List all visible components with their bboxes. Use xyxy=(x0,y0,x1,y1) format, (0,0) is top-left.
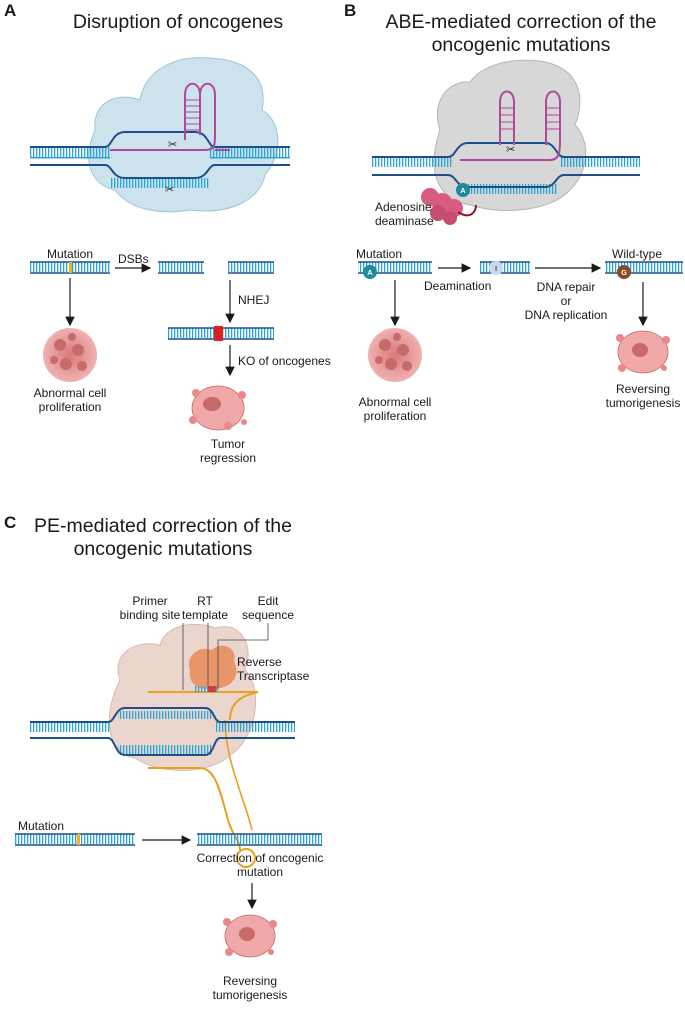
ko-label: KO of oncogenes xyxy=(238,354,331,368)
mutation-dna-c xyxy=(15,833,135,846)
mutation-label-b: Mutation xyxy=(356,247,402,261)
adenosine-label-2: deaminase xyxy=(375,214,434,228)
adenosine-label-1: Adenosine xyxy=(375,200,432,214)
panel-b-title-1: ABE-mediated correction of the xyxy=(386,11,657,33)
primer-label-2: binding site xyxy=(120,608,181,622)
abnormal-cell-cluster-b xyxy=(368,328,422,382)
reversing-label-b-1: Reversing xyxy=(616,382,670,396)
cas9-protein-b xyxy=(433,59,587,211)
svg-text:A: A xyxy=(460,186,466,195)
abnormal-label-a-1: Abnormal cell xyxy=(34,386,107,400)
reversing-cells-c xyxy=(223,914,277,958)
mutation-dna-a xyxy=(30,261,110,274)
tumor-label-1: Tumor xyxy=(211,437,245,451)
base-badge-a: A xyxy=(456,183,470,197)
panel-b: B ABE-mediated correction of the oncogen… xyxy=(344,1,683,423)
callout-lines xyxy=(182,623,269,690)
panel-a: A Disruption of oncogenes ✂ ✂ xyxy=(4,1,331,465)
repair-label-1: DNA repair xyxy=(537,280,596,294)
rt-label-2: template xyxy=(182,608,228,622)
guide-rna-a xyxy=(110,82,230,151)
dsb-dna-a xyxy=(158,261,274,274)
nhej-dna-a xyxy=(168,326,274,341)
panel-a-title: Disruption of oncogenes xyxy=(73,11,284,33)
inosine-dna: I xyxy=(480,261,530,275)
repair-label-3: DNA replication xyxy=(525,308,608,322)
tumor-label-2: regression xyxy=(200,451,256,465)
reverse-transcriptase xyxy=(189,645,237,690)
abnormal-label-b-2: proliferation xyxy=(364,409,427,423)
mutation-label-a: Mutation xyxy=(47,247,93,261)
wild-type-dna: G xyxy=(605,261,683,279)
guide-rna-b xyxy=(460,90,561,161)
panel-c: C PE-mediated correction of the oncogeni… xyxy=(4,513,323,1002)
repair-label-2: or xyxy=(561,294,572,308)
reversing-label-c-1: Reversing xyxy=(223,974,277,988)
correction-label-1: Correction of oncogenic xyxy=(197,851,324,865)
wild-type-label: Wild-type xyxy=(612,247,662,261)
mutation-dna-b: A xyxy=(358,261,432,279)
reversing-label-b-2: tumorigenesis xyxy=(606,396,681,410)
svg-text:A: A xyxy=(367,268,373,277)
correction-label-2: mutation xyxy=(237,865,283,879)
edit-label-2: sequence xyxy=(242,608,294,622)
scissors-icon: ✂ xyxy=(168,139,177,151)
scissors-icon: ✂ xyxy=(165,184,174,196)
reversing-cells-b xyxy=(616,330,670,374)
nhej-label: NHEJ xyxy=(238,293,269,307)
edit-label-1: Edit xyxy=(258,594,279,608)
rt-label-1: RT xyxy=(197,594,213,608)
dsbs-label: DSBs xyxy=(118,252,149,266)
panel-c-title-2: oncogenic mutations xyxy=(74,538,253,560)
tumor-regression-cells-a xyxy=(189,385,247,431)
mutation-label-c: Mutation xyxy=(18,819,64,833)
svg-text:G: G xyxy=(621,268,627,277)
panel-b-letter: B xyxy=(344,1,356,20)
panel-c-title-1: PE-mediated correction of the xyxy=(34,515,292,537)
scissors-icon: ✂ xyxy=(506,144,515,156)
dna-duplex-b xyxy=(372,142,640,194)
dna-duplex-c xyxy=(30,707,295,756)
primer-label-1: Primer xyxy=(132,594,167,608)
abnormal-cell-cluster-a xyxy=(43,328,97,382)
cas9-protein-a xyxy=(88,57,279,213)
reversing-label-c-2: tumorigenesis xyxy=(213,988,288,1002)
rev-label-2: Transcriptase xyxy=(237,669,310,683)
svg-text:I: I xyxy=(495,264,497,273)
corrected-dna-c xyxy=(197,833,322,846)
panel-a-letter: A xyxy=(4,1,16,20)
panel-c-letter: C xyxy=(4,513,16,532)
abnormal-label-a-2: proliferation xyxy=(39,400,102,414)
guide-rna-stems-b xyxy=(500,107,560,130)
abnormal-label-b-1: Abnormal cell xyxy=(359,395,432,409)
dna-duplex-a xyxy=(30,131,290,188)
panel-b-title-2: oncogenic mutations xyxy=(432,34,611,56)
adenosine-deaminase xyxy=(421,188,477,225)
deamination-label: Deamination xyxy=(424,279,491,293)
rev-label-1: Reverse xyxy=(237,655,282,669)
